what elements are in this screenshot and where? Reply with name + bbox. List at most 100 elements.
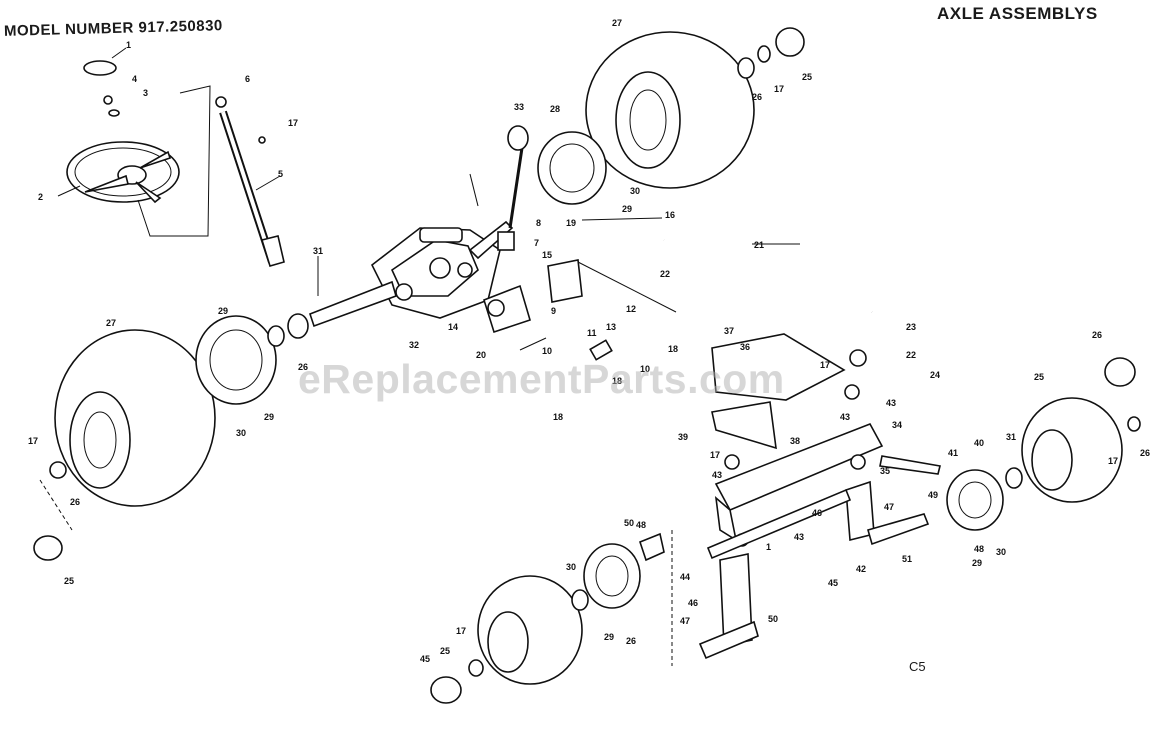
- callout: 32: [409, 340, 419, 350]
- callout: 3: [143, 88, 148, 98]
- callout: 25: [440, 646, 450, 656]
- callout: 47: [680, 616, 690, 626]
- cap-part-1: [83, 60, 117, 76]
- callout: 23: [906, 322, 916, 332]
- front-right-wheel: [946, 357, 1141, 531]
- callout: 43: [794, 532, 804, 542]
- callout: 29: [604, 632, 614, 642]
- callout: 34: [892, 420, 902, 430]
- callout: 8: [536, 218, 541, 228]
- callout: 25: [802, 72, 812, 82]
- callout: 30: [996, 547, 1006, 557]
- callout: 36: [740, 342, 750, 352]
- callout: 1: [766, 542, 771, 552]
- callout: 27: [612, 18, 622, 28]
- callout: 4: [132, 74, 137, 84]
- callout: 10: [640, 364, 650, 374]
- callout: 35: [880, 466, 890, 476]
- rim-part-28-left: [195, 315, 277, 405]
- callout: 38: [790, 436, 800, 446]
- callout: 44: [680, 572, 690, 582]
- callout: 30: [236, 428, 246, 438]
- callout: 46: [812, 508, 822, 518]
- callout: 16: [665, 210, 675, 220]
- transmission-group: [309, 125, 613, 361]
- callout: 41: [948, 448, 958, 458]
- page-code-label: C5: [909, 659, 926, 674]
- washer-part-3: [108, 109, 120, 117]
- callout: 18: [612, 376, 622, 386]
- callout: 43: [840, 412, 850, 422]
- leader-lines: [57, 47, 800, 351]
- callout: 49: [928, 490, 938, 500]
- callout: 17: [288, 118, 298, 128]
- callout: 22: [906, 350, 916, 360]
- callout: 5: [278, 169, 283, 179]
- callout: 1: [126, 40, 131, 50]
- callout-labels: 1 2 3 4 5 6 17 31 33 28 27 26 17 25 30 2…: [28, 18, 1150, 664]
- callout: 29: [264, 412, 274, 422]
- callout: 43: [712, 470, 722, 480]
- callout: 17: [456, 626, 466, 636]
- callout: 19: [566, 218, 576, 228]
- callout: 14: [448, 322, 458, 332]
- callout: 50: [624, 518, 634, 528]
- shift-knob-part-33: [507, 125, 529, 151]
- callout: 24: [930, 370, 940, 380]
- callout: 43: [886, 398, 896, 408]
- callout: 25: [1034, 372, 1044, 382]
- callout: 26: [70, 497, 80, 507]
- watermark-text: eReplacementParts.com: [298, 356, 785, 402]
- callout: 26: [626, 636, 636, 646]
- callout: 10: [542, 346, 552, 356]
- callout: 17: [28, 436, 38, 446]
- steering-wheel-group: [66, 60, 211, 237]
- callout: 51: [902, 554, 912, 564]
- callout: 37: [724, 326, 734, 336]
- nut-part-4: [103, 95, 113, 105]
- callout: 26: [1140, 448, 1150, 458]
- callout: 27: [106, 318, 116, 328]
- callout: 17: [774, 84, 784, 94]
- callout: 7: [534, 238, 539, 248]
- callout: 17: [1108, 456, 1118, 466]
- callout: 29: [972, 558, 982, 568]
- callout: 26: [752, 92, 762, 102]
- callout: 12: [626, 304, 636, 314]
- callout: 39: [678, 432, 688, 442]
- rim-part-28: [537, 131, 607, 205]
- callout: 29: [622, 204, 632, 214]
- callout: 15: [542, 250, 552, 260]
- callout: 6: [245, 74, 250, 84]
- callout: 22: [660, 269, 670, 279]
- callout: 26: [1092, 330, 1102, 340]
- callout: 48: [974, 544, 984, 554]
- callout: 17: [710, 450, 720, 460]
- callout: 31: [313, 246, 323, 256]
- rear-left-wheel: [33, 313, 309, 561]
- callout: 18: [668, 344, 678, 354]
- callout: 50: [768, 614, 778, 624]
- callout: 31: [1006, 432, 1016, 442]
- callout: 25: [64, 576, 74, 586]
- callout: 29: [218, 306, 228, 316]
- callout: 20: [476, 350, 486, 360]
- callout: 17: [820, 360, 830, 370]
- callout: 28: [550, 104, 560, 114]
- callout: 47: [884, 502, 894, 512]
- callout: 45: [420, 654, 430, 664]
- front-axle-group: [663, 238, 941, 666]
- front-left-wheel: [430, 532, 665, 704]
- page-title: AXLE ASSEMBLYS: [937, 4, 1098, 23]
- rear-right-wheel: [537, 27, 805, 205]
- callout: 21: [754, 240, 764, 250]
- callout: 26: [298, 362, 308, 372]
- callout: 46: [688, 598, 698, 608]
- callout: 42: [856, 564, 866, 574]
- callout: 40: [974, 438, 984, 448]
- callout: 2: [38, 192, 43, 202]
- steering-shaft-group: [215, 96, 285, 267]
- callout: 45: [828, 578, 838, 588]
- callout: 9: [551, 306, 556, 316]
